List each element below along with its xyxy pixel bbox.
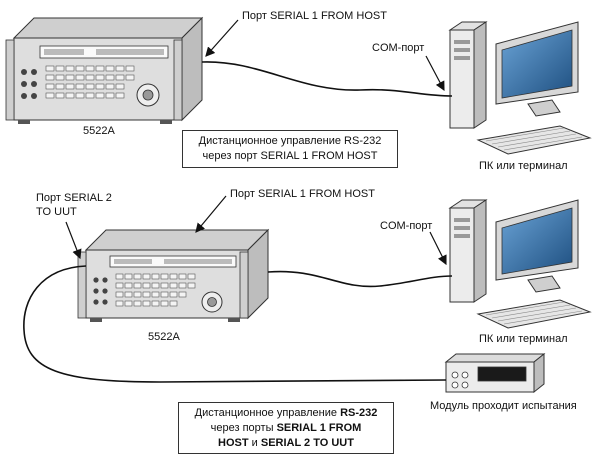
- caption-bottom-l3-text: и: [248, 437, 261, 449]
- caption-bottom-l2-text: через порты: [210, 422, 277, 434]
- arrow-serial2: [65, 221, 82, 260]
- arrow-serial1-top: [205, 19, 239, 57]
- caption-bottom-line1: Дистанционное управление RS-232: [179, 406, 393, 421]
- caption-bottom-line2: через порты SERIAL 1 FROM: [179, 421, 393, 436]
- caption-bottom: Дистанционное управление RS-232 через по…: [178, 402, 394, 454]
- calibrator-bottom: [77, 228, 270, 322]
- caption-bottom-l2-bold: SERIAL 1 FROM: [276, 422, 362, 434]
- pc-top: [448, 21, 592, 155]
- label-pc-top: ПК или терминал: [479, 160, 568, 172]
- cable-bottom-uut: [23, 265, 447, 383]
- label-serial2-line2: TO UUT: [36, 206, 77, 218]
- label-com-bottom: COM-порт: [380, 220, 433, 232]
- label-serial1-bottom: Порт SERIAL 1 FROM HOST: [230, 188, 375, 200]
- label-model-bottom: 5522A: [148, 331, 180, 343]
- caption-bottom-l1-bold: RS-232: [340, 407, 378, 419]
- label-serial1-top: Порт SERIAL 1 FROM HOST: [242, 10, 387, 22]
- caption-top-line1: Дистанционное управление RS-232: [198, 135, 382, 147]
- cable-bottom-pc: [267, 270, 453, 288]
- pc-bottom: [448, 199, 592, 329]
- uut-device: [444, 352, 546, 394]
- caption-bottom-l3-bold-c: SERIAL 2 TO UUT: [260, 437, 354, 449]
- arrow-com-bottom: [429, 231, 447, 266]
- calibrator-top: [5, 16, 204, 124]
- caption-bottom-l3-bold-a: HOST: [218, 437, 249, 449]
- arrow-serial1-bottom: [195, 195, 227, 233]
- label-com-top: COM-порт: [372, 42, 425, 54]
- label-uut: Модуль проходит испытания: [430, 400, 577, 412]
- caption-bottom-l1-text: Дистанционное управление: [194, 407, 341, 419]
- cable-top: [201, 61, 453, 97]
- label-pc-bottom: ПК или терминал: [479, 333, 568, 345]
- caption-top-line2: через порт SERIAL 1 FROM HOST: [202, 150, 378, 162]
- caption-top: Дистанционное управление RS-232 через по…: [182, 130, 398, 168]
- caption-bottom-line3: HOST и SERIAL 2 TO UUT: [179, 436, 393, 451]
- arrow-com-top: [425, 55, 445, 92]
- label-serial2-line1: Порт SERIAL 2: [36, 192, 112, 204]
- label-model-top: 5522A: [83, 125, 115, 137]
